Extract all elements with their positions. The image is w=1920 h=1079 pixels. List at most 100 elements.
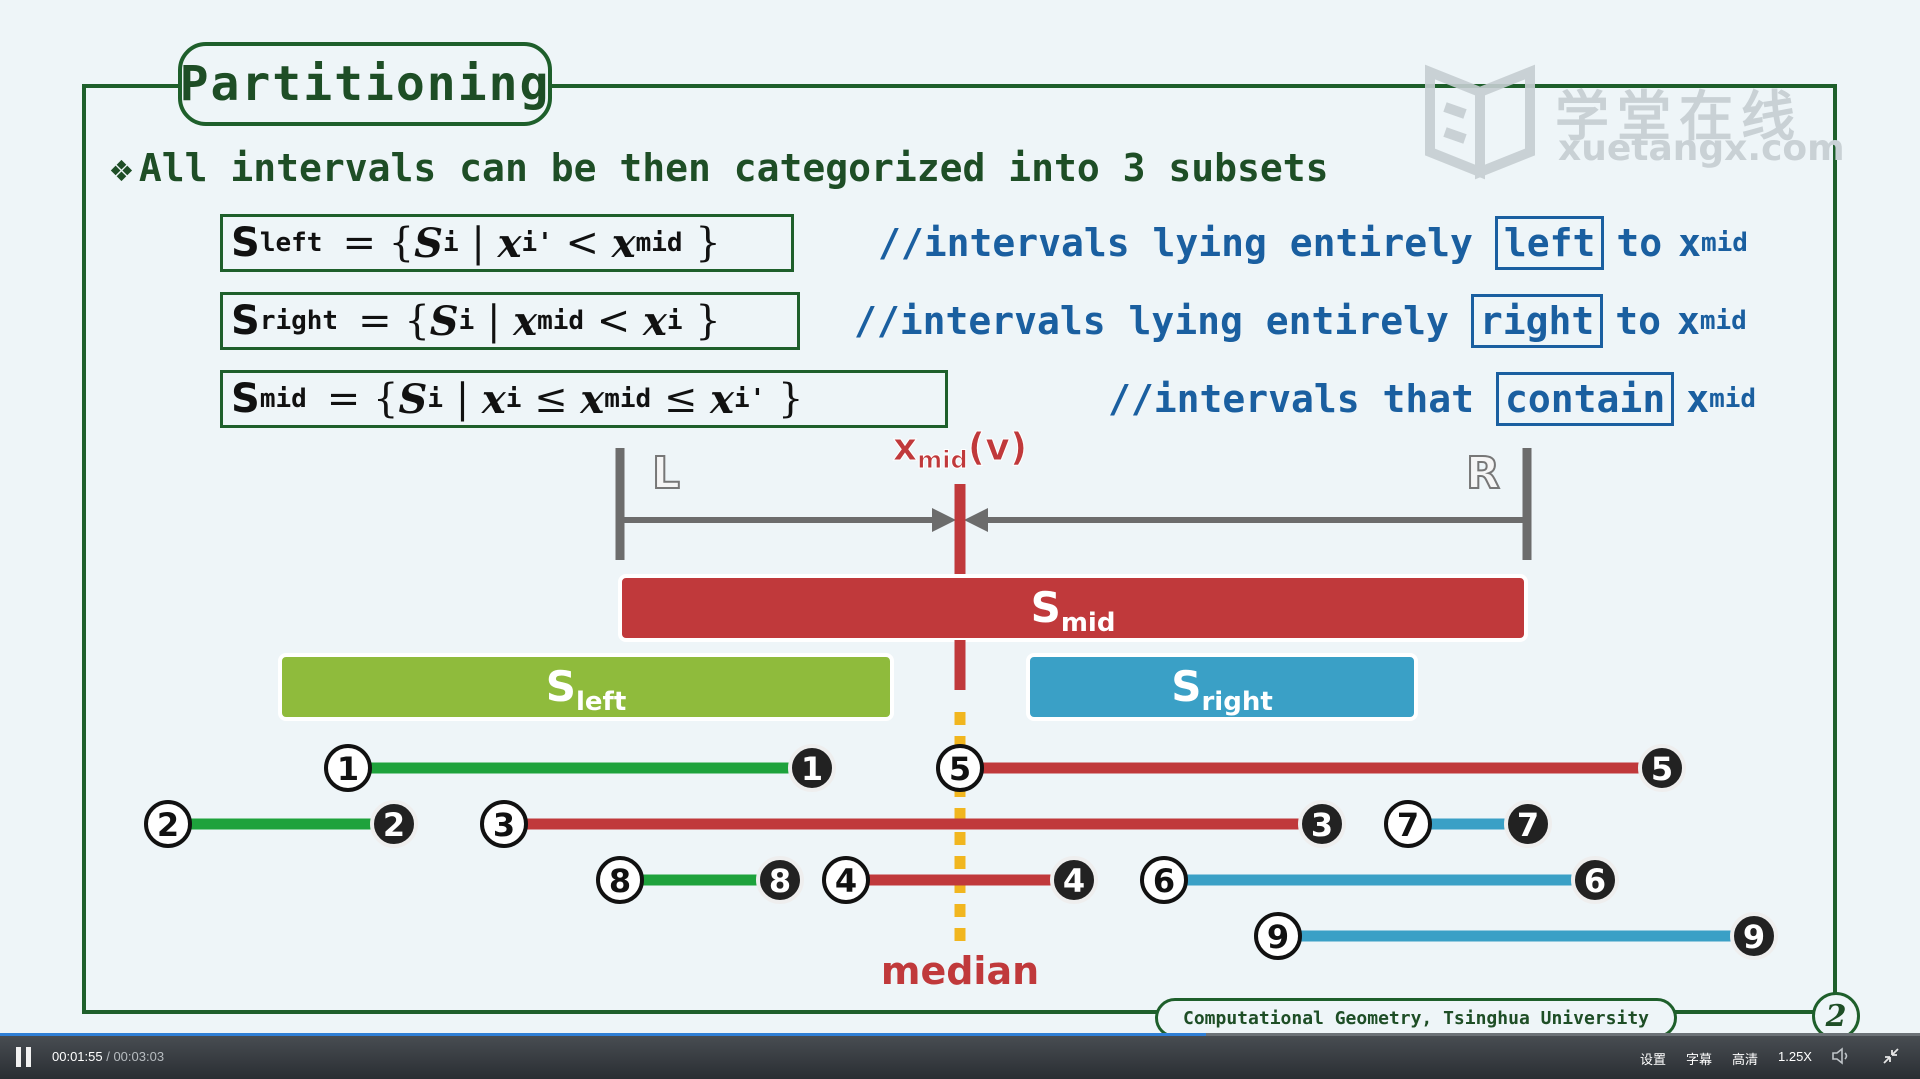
progress-bar[interactable] [0, 1033, 1920, 1036]
label-L: L [652, 448, 680, 499]
comment-x-sub: mid [1699, 306, 1747, 336]
speed-button[interactable]: 1.25X [1778, 1049, 1812, 1064]
formula-rhs-sub: i' [734, 384, 766, 414]
interval-8-left-label: 8 [609, 862, 631, 900]
comment-prefix: //intervals that [1108, 377, 1475, 421]
formula-set-sub: mid [259, 384, 307, 414]
interval-2-right-label: 2 [383, 806, 405, 844]
interval-1-left-endpoint [324, 744, 372, 792]
interval-4-right-endpoint [1050, 856, 1098, 904]
interval-9-left-label: 9 [1267, 918, 1289, 956]
formula-si: S [414, 219, 444, 267]
formula-rhs-sub: i [666, 306, 683, 336]
interval-7-right-endpoint [1504, 800, 1552, 848]
formula-open: = { [342, 220, 415, 266]
interval-5-right-label: 5 [1651, 750, 1673, 788]
interval-8-right-endpoint [756, 856, 804, 904]
formula-set-sub: left [259, 228, 323, 258]
formula-op: < [552, 220, 612, 266]
interval-1-right-label: 1 [801, 750, 823, 788]
formula-si: S [429, 297, 459, 345]
bullet-line: ❖All intervals can be then categorized i… [110, 146, 1329, 190]
formula-si-sub: i [443, 228, 459, 258]
formula-lhs-sub: i' [521, 228, 553, 258]
subtitles-button[interactable]: 字幕 [1686, 1052, 1713, 1067]
comment-to: to [1615, 299, 1661, 343]
formula-si: S [398, 375, 428, 423]
total-time: 00:03:03 [113, 1049, 165, 1064]
interval-8-left-endpoint [596, 856, 644, 904]
formula-rhs: x [710, 375, 735, 423]
video-control-bar: 00:01:55 / 00:03:03 设置 字幕 高清 1.25X [0, 1033, 1920, 1079]
diamond-bullet-icon: ❖ [110, 146, 133, 190]
formula-lhs: x [513, 297, 538, 345]
interval-4-left-label: 4 [835, 862, 857, 900]
bullet-text: All intervals can be then categorized in… [138, 146, 1329, 190]
formula-open: = { [326, 376, 399, 422]
time-display: 00:01:55 / 00:03:03 [52, 1049, 164, 1064]
formula-si-sub: i [427, 384, 444, 414]
left-arrow-head-icon [932, 508, 956, 532]
formula-lhs: x [481, 375, 506, 423]
formula-set: S [231, 220, 260, 266]
volume-icon[interactable] [1830, 1045, 1852, 1067]
interval-6-right-label: 6 [1584, 862, 1606, 900]
interval-2-left-endpoint [144, 800, 192, 848]
exit-fullscreen-icon[interactable] [1880, 1045, 1902, 1067]
quality-button[interactable]: 高清 [1732, 1052, 1759, 1067]
formula-si-sub: i [458, 306, 475, 336]
time-separator: / [102, 1049, 114, 1064]
interval-5-right-endpoint [1638, 744, 1686, 792]
interval-1-left-label: 1 [337, 750, 359, 788]
xuetangx-logo-icon [1425, 64, 1535, 180]
slide-frame [82, 84, 1837, 1014]
formula-bar: | [458, 220, 498, 266]
formula-lhs: x [497, 219, 522, 267]
interval-8-right-label: 8 [769, 862, 791, 900]
progress-fill [0, 1033, 1206, 1036]
comment-x: x [1678, 221, 1701, 265]
interval-5-left-label: 5 [949, 750, 971, 788]
right-arrow-head-icon [964, 508, 988, 532]
interval-7-right-label: 7 [1517, 806, 1539, 844]
formula-mid-sub: mid [604, 384, 652, 414]
settings-button[interactable]: 设置 [1640, 1052, 1667, 1067]
interval-4-right-label: 4 [1063, 862, 1085, 900]
formula-lhs-sub: i [505, 384, 522, 414]
pause-icon[interactable] [16, 1047, 34, 1067]
formula-close: } [765, 376, 804, 422]
sleft-label: Sleft [546, 662, 627, 717]
interval-6-left-label: 6 [1153, 862, 1175, 900]
interval-9-left-endpoint [1254, 912, 1302, 960]
formula-set: S [231, 298, 260, 344]
comment-x: x [1676, 299, 1700, 343]
comment-keyword: contain [1496, 372, 1675, 426]
xmid-label: xmid(v) [893, 425, 1027, 474]
formula-op: < [584, 298, 644, 344]
interval-2-right-endpoint [370, 800, 418, 848]
smid-bar [618, 574, 1528, 642]
formula-set: S [231, 376, 260, 422]
interval-1-right-endpoint [788, 744, 836, 792]
slide-title: Partitioning [178, 42, 552, 126]
formula-rhs-sub: mid [635, 228, 683, 258]
median-label: median [881, 949, 1039, 993]
smid-label: Smid [1031, 583, 1116, 638]
formula-op2: ≤ [651, 376, 711, 422]
comment-keyword: right [1470, 294, 1604, 348]
formula-lhs-sub: mid [537, 306, 585, 336]
comment-x-sub: mid [1701, 228, 1748, 258]
sright-bar [1026, 653, 1418, 721]
interval-5-left-endpoint [936, 744, 984, 792]
label-R: R [1466, 448, 1500, 499]
formula-set-sub: right [259, 306, 339, 336]
interval-2-left-label: 2 [157, 806, 179, 844]
formula-op: ≤ [521, 376, 581, 422]
sleft-bar [278, 653, 894, 721]
interval-9-right-endpoint [1730, 912, 1778, 960]
formula-rhs: x [643, 297, 667, 345]
